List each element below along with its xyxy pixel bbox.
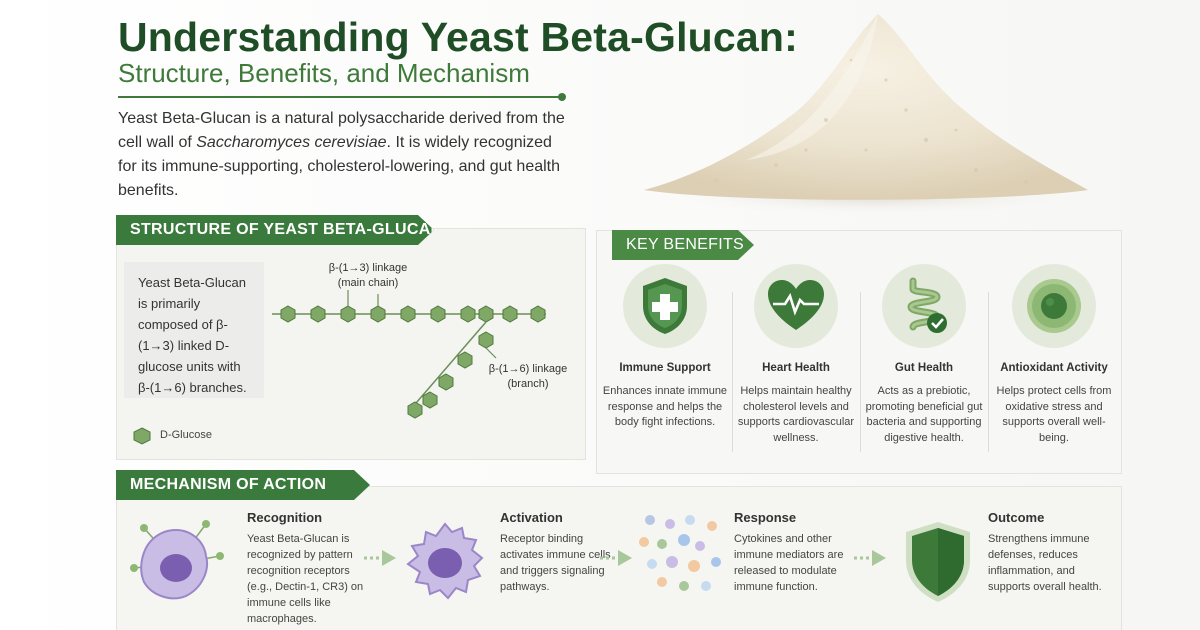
glucose-hex: [310, 305, 326, 323]
benefits-banner: KEY BENEFITS: [612, 230, 754, 260]
mechanism-step-description: Strengthens immune defenses, reduces inf…: [988, 533, 1102, 593]
mechanism-step-response: Response Cytokines and other immune medi…: [734, 510, 846, 595]
benefit-antioxidant-activity: Antioxidant Activity Helps protect cells…: [990, 264, 1118, 446]
shield-cross-icon: [623, 264, 707, 348]
benefit-gut-health: Gut Health Acts as a prebiotic, promotin…: [860, 264, 988, 446]
mechanism-banner: MECHANISM OF ACTION: [116, 470, 370, 500]
glucose-hex: [438, 373, 454, 391]
arrow-right-icon: [854, 550, 886, 566]
cytokines-icon: [639, 515, 721, 591]
branch-chain: [407, 321, 497, 419]
benefit-description: Enhances innate immune response and help…: [602, 385, 728, 428]
benefit-description: Helps protect cells from oxidative stres…: [996, 385, 1112, 444]
glucose-hex: [422, 391, 438, 409]
glucose-hex: [280, 305, 296, 323]
title-divider: [118, 93, 566, 101]
glucose-hex: [340, 305, 356, 323]
intro-paragraph: Yeast Beta-Glucan is a natural polysacch…: [118, 107, 566, 203]
branch-linkage-subtitle: (branch): [507, 378, 549, 390]
mechanism-step-description: Yeast Beta-Glucan is recognized by patte…: [247, 533, 364, 625]
mechanism-step-description: Receptor binding activates immune cells …: [500, 533, 611, 593]
intestine-icon: [882, 264, 966, 348]
branch-linkage-label: β-(1→6) linkage (branch): [476, 362, 580, 392]
benefit-title: Immune Support: [619, 362, 711, 374]
page-subtitle: Structure, Benefits, and Mechanism: [118, 58, 530, 88]
main-linkage-subtitle: (main chain): [337, 277, 399, 289]
benefit-title: Antioxidant Activity: [1000, 362, 1108, 374]
activated-cell-icon: [406, 522, 484, 600]
benefit-description: Acts as a prebiotic, promoting beneficia…: [865, 385, 983, 444]
arrow-right-icon: [364, 550, 396, 566]
mechanism-step-title: Response: [734, 510, 797, 525]
benefit-divider: [860, 292, 861, 452]
glucose-hex: [460, 305, 476, 323]
macrophage-receptor-icon: [130, 520, 224, 600]
intro-text-end: . It is widely recognized for its immune…: [118, 134, 561, 199]
structure-description: Yeast Beta-Glucan is primarily composed …: [124, 262, 264, 398]
glucose-hex: [502, 305, 518, 323]
branch-linkage-title: β-(1→6) linkage: [488, 363, 568, 375]
mechanism-step-title: Activation: [500, 510, 563, 525]
shield-icon: [906, 522, 970, 602]
benefit-description: Helps maintain healthy cholesterol level…: [737, 385, 855, 444]
benefit-immune-support: Immune Support Enhances innate immune re…: [601, 264, 729, 431]
cell-icon: [1012, 264, 1096, 348]
mechanism-step-title: Recognition: [247, 510, 323, 525]
mechanism-step-outcome: Outcome Strengthens immune defenses, red…: [988, 510, 1108, 595]
page-title: Understanding Yeast Beta-Glucan:: [118, 14, 799, 60]
glucose-hex: [400, 305, 416, 323]
benefit-title: Heart Health: [762, 362, 830, 374]
glucose-hex: [478, 305, 494, 323]
benefit-heart-health: Heart Health Helps maintain healthy chol…: [732, 264, 860, 446]
structure-banner: STRUCTURE OF YEAST BETA-GLUCAN: [116, 215, 434, 245]
mechanism-step-activation: Activation Receptor binding activates im…: [500, 510, 612, 595]
glucose-hex: [430, 305, 446, 323]
d-glucose-legend-label: D-Glucose: [160, 429, 212, 441]
heart-pulse-icon: [754, 264, 838, 348]
benefit-divider: [732, 292, 733, 452]
mechanism-step-description: Cytokines and other immune mediators are…: [734, 533, 844, 593]
glucose-hex: [457, 351, 473, 369]
mechanism-step-title: Outcome: [988, 510, 1045, 525]
arrow-right-icon: [600, 550, 632, 566]
main-linkage-label: β-(1→3) linkage (main chain): [310, 261, 426, 291]
main-chain: [272, 290, 546, 323]
d-glucose-legend-icon: [133, 427, 151, 445]
mechanism-step-recognition: Recognition Yeast Beta-Glucan is recogni…: [247, 510, 367, 627]
glucose-hex: [370, 305, 386, 323]
intro-species-name: Saccharomyces cerevisiae: [196, 134, 387, 151]
glucose-hex: [530, 305, 546, 323]
intro-text-start: Yeast Beta-Glucan is a natural polysacch…: [118, 110, 565, 151]
glucan-chain-diagram: [272, 290, 546, 419]
powder-pile-illustration: [644, 14, 1106, 218]
glucose-hex: [407, 401, 423, 419]
main-linkage-title: β-(1→3) linkage: [328, 262, 408, 274]
glucose-hex: [478, 331, 494, 349]
benefit-title: Gut Health: [894, 362, 954, 374]
benefit-divider: [988, 292, 989, 452]
